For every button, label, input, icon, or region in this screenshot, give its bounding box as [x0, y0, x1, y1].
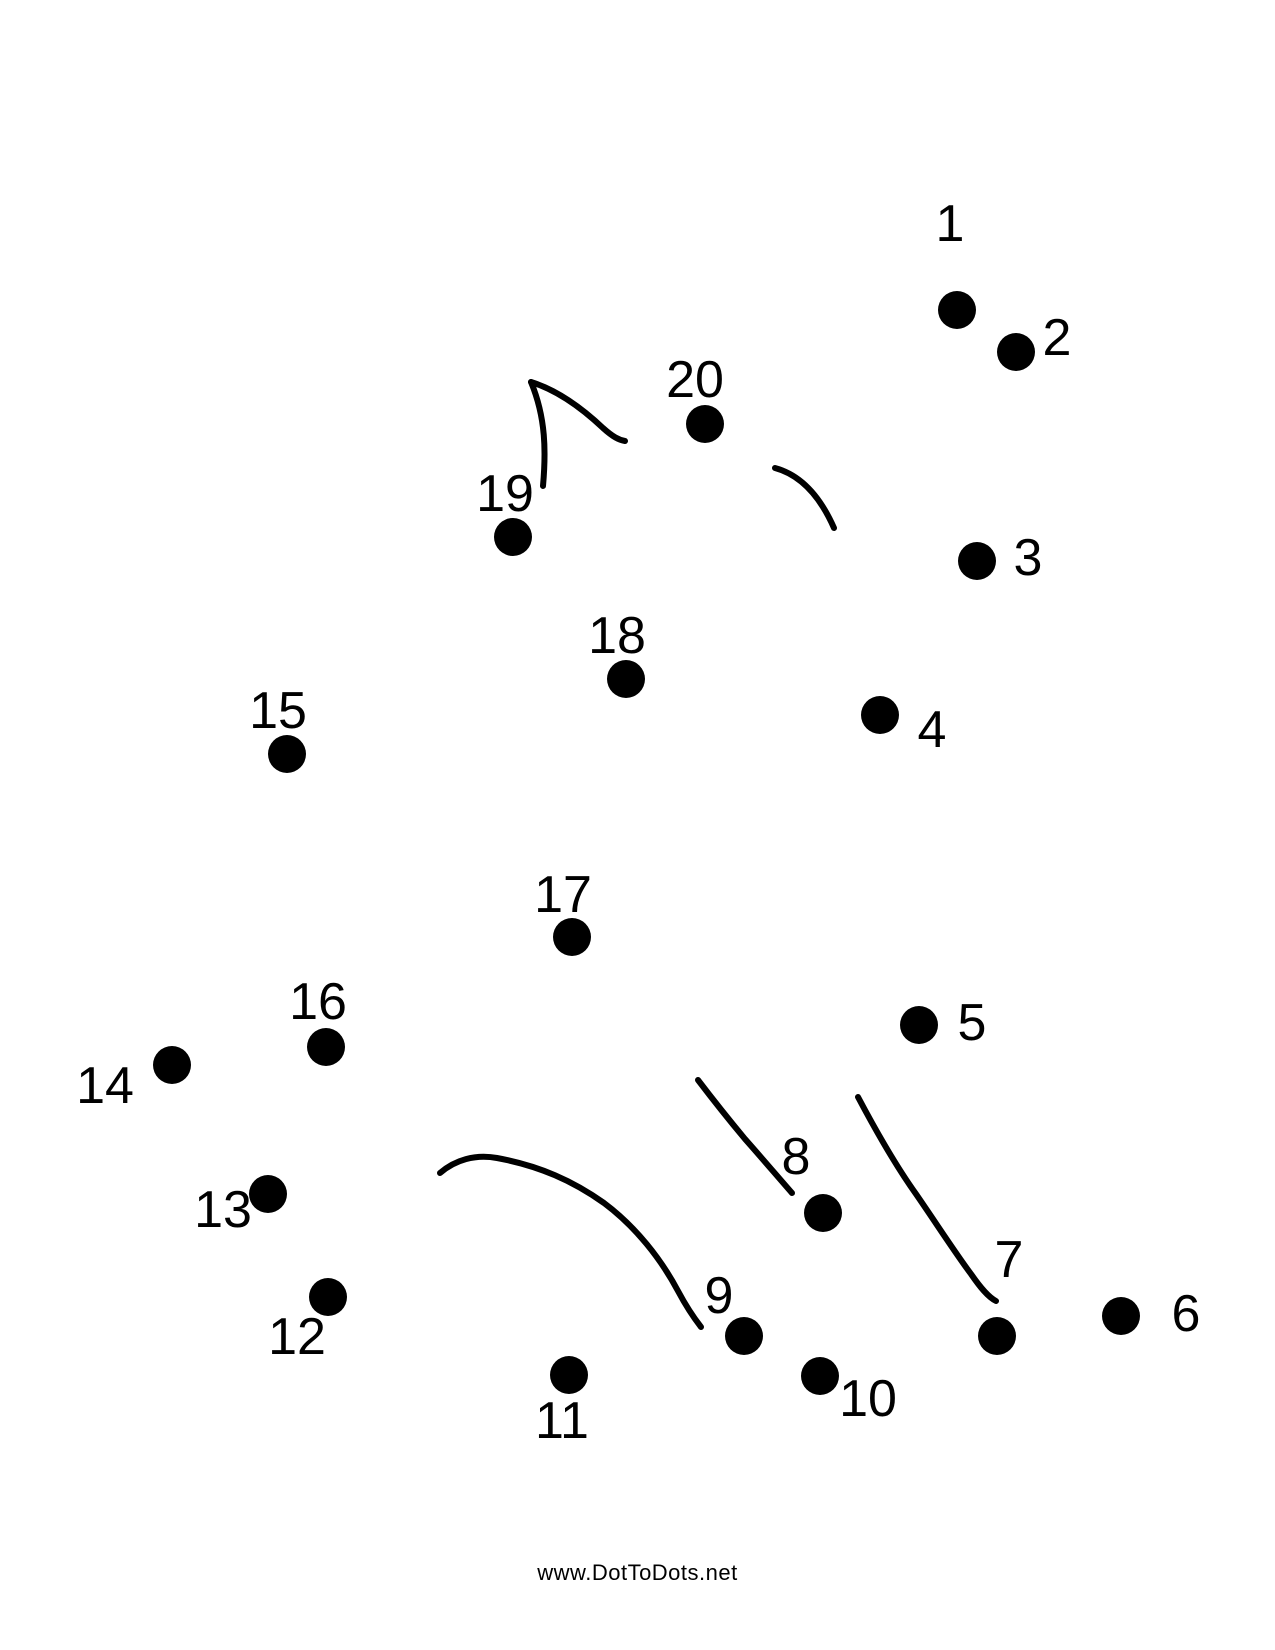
- dot-label-14: 14: [76, 1057, 134, 1115]
- dot-label-4: 4: [918, 701, 947, 759]
- dot-label-10: 10: [839, 1370, 897, 1428]
- hind-leg-curve: [855, 1094, 999, 1304]
- dot-7[interactable]: [978, 1317, 1016, 1355]
- dot-label-6: 6: [1172, 1285, 1201, 1343]
- dot-2[interactable]: [997, 333, 1035, 371]
- dot-label-1: 1: [936, 195, 965, 253]
- dot-17[interactable]: [553, 918, 591, 956]
- dot-19[interactable]: [494, 518, 532, 556]
- dot-label-7: 7: [995, 1231, 1024, 1289]
- dot-9[interactable]: [725, 1317, 763, 1355]
- dot-15[interactable]: [268, 735, 306, 773]
- dot-label-13: 13: [194, 1181, 252, 1239]
- dot-8[interactable]: [804, 1194, 842, 1232]
- dot-label-17: 17: [534, 866, 592, 924]
- ear-outer-stroke: [528, 379, 628, 444]
- dot-label-11: 11: [535, 1392, 589, 1450]
- dot-11[interactable]: [550, 1356, 588, 1394]
- dot-3[interactable]: [958, 542, 996, 580]
- dot-label-3: 3: [1014, 529, 1043, 587]
- dot-label-5: 5: [958, 994, 987, 1052]
- dot-6[interactable]: [1102, 1297, 1140, 1335]
- dot-label-15: 15: [249, 682, 307, 740]
- dot-18[interactable]: [607, 660, 645, 698]
- head-arc: [772, 465, 837, 531]
- ear-inner-stroke: [528, 379, 548, 489]
- dot-20[interactable]: [686, 405, 724, 443]
- dot-5[interactable]: [900, 1006, 938, 1044]
- website-url: www.DotToDots.net: [537, 1560, 738, 1585]
- dot-label-16: 16: [289, 973, 347, 1031]
- dot-12[interactable]: [309, 1278, 347, 1316]
- dot-16[interactable]: [307, 1028, 345, 1066]
- dot-4[interactable]: [861, 696, 899, 734]
- dot-label-9: 9: [705, 1267, 734, 1325]
- dot-label-20: 20: [666, 351, 724, 409]
- dot-14[interactable]: [153, 1046, 191, 1084]
- dot-label-2: 2: [1043, 309, 1072, 367]
- dot-label-12: 12: [268, 1308, 326, 1366]
- dot-13[interactable]: [249, 1175, 287, 1213]
- dot-label-8: 8: [782, 1128, 811, 1186]
- belly-diagonal-curve: [695, 1077, 795, 1196]
- dot-label-18: 18: [588, 607, 646, 665]
- dot-label-19: 19: [476, 465, 534, 523]
- dot-1[interactable]: [938, 291, 976, 329]
- back-swoosh-curve: [437, 1153, 704, 1330]
- dot-10[interactable]: [801, 1357, 839, 1395]
